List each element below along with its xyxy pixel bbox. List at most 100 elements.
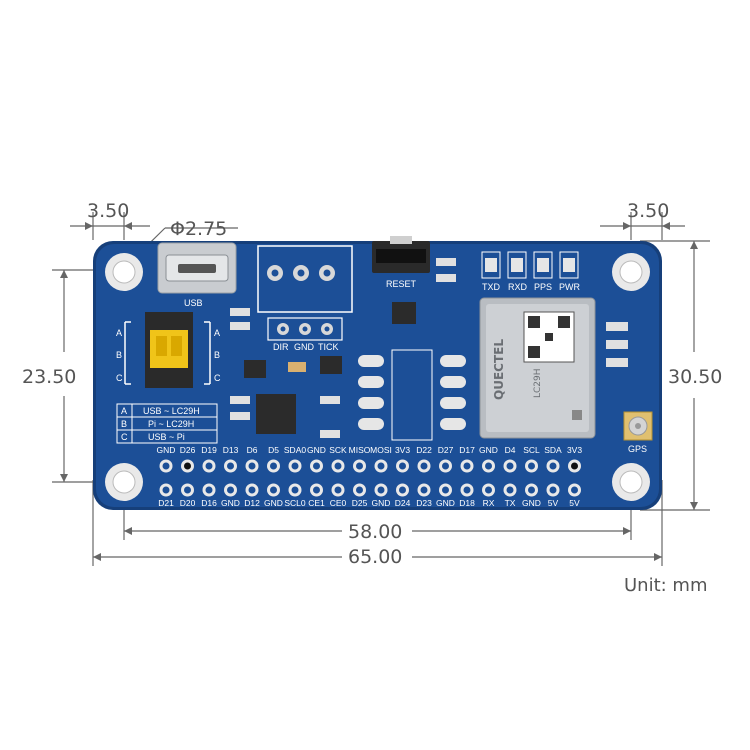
gpio-top-label: SCL — [523, 445, 540, 455]
reset-label: RESET — [386, 279, 417, 289]
gpio-hole — [227, 486, 234, 494]
gpio-hole — [270, 486, 277, 494]
mounting-hole-tl — [105, 253, 143, 291]
gpio-top-label: MOSI — [370, 445, 392, 455]
gpio-bottom-label: D12 — [244, 498, 260, 508]
gpio-bottom-label: RX — [483, 498, 495, 508]
mode-table — [116, 403, 218, 444]
gpio-hole — [334, 486, 342, 494]
gpio-top-label: 3V3 — [395, 445, 410, 455]
unit-label: Unit: mm — [624, 575, 708, 596]
gpio-hole — [420, 486, 428, 494]
gpio-hole — [485, 462, 492, 470]
gpio-bottom-label: GND — [221, 498, 240, 508]
gpio-hole — [506, 486, 514, 494]
gpio-hole — [399, 486, 406, 494]
gpio-top-label: D5 — [268, 445, 279, 455]
gpio-bottom-label: CE1 — [308, 498, 325, 508]
gpio-hole — [248, 486, 256, 494]
header-label-dir: DIR — [273, 342, 289, 352]
dim-inner-width: 58.00 — [348, 521, 402, 543]
mode-key-a: A — [121, 406, 127, 416]
dimension-lines — [52, 212, 710, 566]
gpio-hole — [313, 486, 320, 494]
gpio-hole — [205, 462, 213, 470]
gpio-top-label: D26 — [180, 445, 196, 455]
gpio-hole — [248, 462, 256, 470]
gpio-bottom-label: D20 — [180, 498, 196, 508]
mode-key-c: C — [121, 432, 128, 442]
usb-label: USB — [184, 298, 203, 308]
gpio-bottom-label: D18 — [459, 498, 475, 508]
gpio-hole — [291, 462, 299, 470]
gpio-hole — [313, 462, 320, 470]
gpio-hole — [485, 486, 492, 494]
gpio-top-label: GND — [479, 445, 498, 455]
gps-label: GPS — [628, 444, 647, 454]
gpio-top-label: D22 — [416, 445, 432, 455]
mounting-hole-tr — [612, 253, 650, 291]
header-label-tick: TICK — [318, 342, 339, 352]
gpio-hole — [334, 462, 342, 470]
gpio-bottom-label: GND — [264, 498, 283, 508]
gpio-bottom-label: GND — [522, 498, 541, 508]
module-brand: QUECTEL — [492, 339, 506, 400]
gpio-hole — [356, 462, 363, 470]
gpio-top-label: MISO — [349, 445, 371, 455]
usb-connector — [157, 242, 237, 294]
switch-c-right: C — [214, 373, 221, 383]
pcb-board: USB DIR GND TICK RESET TXD — [93, 236, 662, 510]
gpio-hole — [162, 462, 170, 470]
header-label-gnd: GND — [294, 342, 315, 352]
gpio-hole — [571, 486, 578, 494]
header-block — [257, 245, 353, 341]
gpio-hole — [399, 462, 406, 470]
components — [230, 258, 628, 441]
led-label-pps: PPS — [534, 282, 552, 292]
mounting-hole-bl — [105, 463, 143, 501]
gpio-hole — [549, 486, 557, 494]
gpio-hole — [377, 486, 385, 494]
gpio-top-label: GND — [157, 445, 176, 455]
reset-button — [372, 236, 430, 273]
gpio-hole — [442, 486, 449, 494]
gpio-top-label: D19 — [201, 445, 217, 455]
gpio-hole — [463, 462, 471, 470]
gpio-top-label: 3V3 — [567, 445, 582, 455]
led-label-pwr: PWR — [559, 282, 580, 292]
gpio-hole — [227, 462, 234, 470]
gpio-bottom-label: GND — [436, 498, 455, 508]
mounting-hole-br — [612, 463, 650, 501]
gpio-bottom-label: 5V — [548, 498, 559, 508]
gpio-bottom-label: D21 — [158, 498, 174, 508]
mode-value-c: USB ~ Pi — [148, 432, 185, 442]
gpio-hole — [420, 462, 428, 470]
mode-switch — [124, 312, 211, 388]
gpio-hole — [184, 462, 191, 470]
gpio-hole — [571, 462, 578, 470]
mode-value-b: Pi ~ LC29H — [148, 419, 194, 429]
led-label-txd: TXD — [482, 282, 501, 292]
gpio-bottom-label: D23 — [416, 498, 432, 508]
gpio-hole — [356, 486, 363, 494]
led-label-rxd: RXD — [508, 282, 528, 292]
dimension-arrows — [60, 222, 698, 561]
gpio-bottom-label: D25 — [352, 498, 368, 508]
gpio-bottom-label: CE0 — [330, 498, 347, 508]
dim-left-height: 23.50 — [22, 366, 76, 388]
gpio-hole — [162, 486, 170, 494]
gpio-top-label: SDA0 — [284, 445, 306, 455]
gpio-hole — [463, 486, 471, 494]
gps-module — [479, 297, 596, 439]
dim-top-right: 3.50 — [627, 200, 669, 222]
gpio-top-label: D13 — [223, 445, 239, 455]
gpio-hole — [270, 462, 277, 470]
gpio-top-label: SCK — [329, 445, 347, 455]
dim-top-left: 3.50 — [87, 200, 129, 222]
gpio-top-label: D6 — [247, 445, 258, 455]
gpio-top-label: D17 — [459, 445, 475, 455]
switch-b-left: B — [116, 350, 122, 360]
switch-b-right: B — [214, 350, 220, 360]
gpio-bottom-label: 5V — [569, 498, 580, 508]
